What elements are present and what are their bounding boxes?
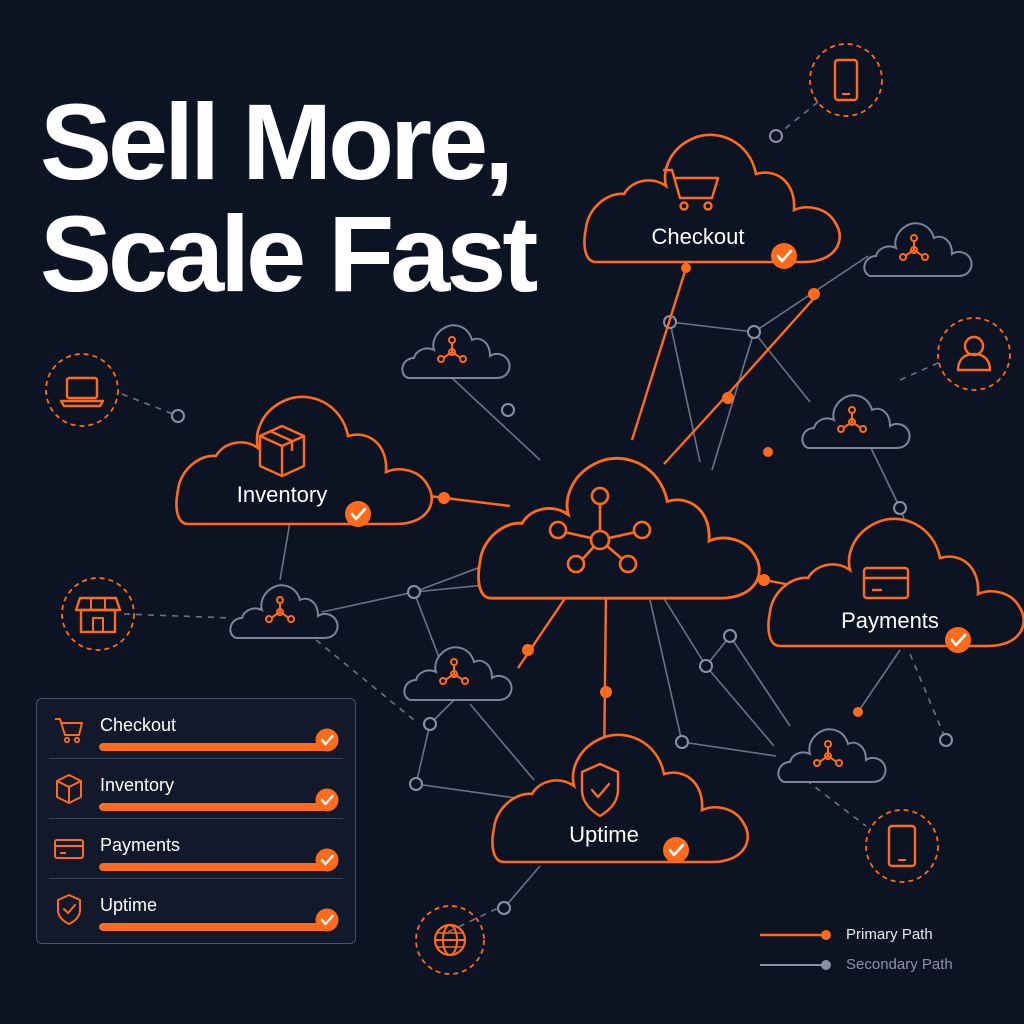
payments-cloud[interactable]: Payments — [767, 517, 1024, 655]
primary-path-swatch — [760, 930, 831, 940]
globe-icon — [415, 905, 485, 975]
box-icon — [56, 774, 82, 804]
store-icon — [61, 577, 135, 651]
headline-line-2: Scale Fast — [40, 193, 538, 314]
status-label: Checkout — [100, 715, 177, 735]
progress-bar — [99, 803, 329, 811]
legend-secondary: Secondary Path — [758, 954, 998, 976]
central-hub-cloud — [477, 456, 761, 600]
status-panel: Checkout Inventory Payments — [36, 698, 356, 944]
headline-line-1: Sell More, — [40, 81, 514, 202]
small-cloud-node — [229, 584, 339, 639]
check-icon — [769, 241, 799, 271]
progress-fill — [99, 863, 329, 871]
inventory-label: Inventory — [237, 482, 328, 507]
progress-bar — [99, 923, 329, 931]
legend: Primary Path Secondary Path — [758, 924, 998, 980]
status-row-checkout: Checkout — [37, 699, 355, 759]
legend-secondary-label: Secondary Path — [846, 956, 953, 973]
status-row-inventory: Inventory — [37, 759, 355, 819]
cart-icon — [662, 168, 720, 211]
progress-fill — [99, 923, 329, 931]
credit-card-icon — [54, 839, 84, 859]
check-icon — [315, 848, 339, 872]
dashed-links — [121, 101, 947, 933]
shield-check-icon — [580, 762, 620, 818]
secondary-path-swatch — [760, 960, 831, 970]
primary-link-nodes — [438, 263, 863, 717]
check-icon — [315, 788, 339, 812]
box-icon — [258, 424, 306, 478]
uptime-cloud[interactable]: Uptime — [491, 733, 750, 865]
status-row-payments: Payments — [37, 819, 355, 879]
cart-icon — [55, 718, 83, 744]
network-hub-icon — [548, 486, 652, 574]
check-icon — [315, 908, 339, 932]
check-icon — [661, 835, 691, 865]
checkout-cloud[interactable]: Checkout — [583, 133, 842, 271]
progress-bar — [99, 743, 329, 751]
small-cloud-node — [401, 324, 511, 379]
progress-bar — [99, 863, 329, 871]
check-icon — [943, 625, 973, 655]
credit-card-icon — [862, 566, 910, 600]
inventory-cloud[interactable]: Inventory — [175, 395, 434, 529]
legend-primary-label: Primary Path — [846, 926, 933, 943]
progress-fill — [99, 803, 329, 811]
tablet-icon — [865, 809, 939, 883]
user-icon — [937, 317, 1011, 391]
status-row-uptime: Uptime — [37, 879, 355, 939]
shield-check-icon — [57, 894, 81, 925]
check-icon — [315, 728, 339, 752]
headline: Sell More, Scale Fast — [40, 81, 538, 314]
uptime-label: Uptime — [569, 822, 639, 847]
check-icon — [343, 499, 373, 529]
payments-label: Payments — [841, 608, 939, 633]
secondary-link-nodes — [171, 129, 953, 915]
small-cloud-node — [801, 394, 911, 449]
status-label: Inventory — [100, 775, 175, 795]
progress-fill — [99, 743, 329, 751]
small-cloud-node — [777, 728, 887, 783]
small-cloud-node — [863, 222, 973, 277]
laptop-icon — [45, 353, 119, 427]
small-cloud-node — [403, 646, 513, 701]
status-label: Payments — [100, 835, 181, 855]
status-label: Uptime — [100, 895, 158, 915]
phone-icon — [809, 43, 883, 117]
checkout-label: Checkout — [652, 224, 745, 249]
legend-primary: Primary Path — [758, 924, 998, 946]
